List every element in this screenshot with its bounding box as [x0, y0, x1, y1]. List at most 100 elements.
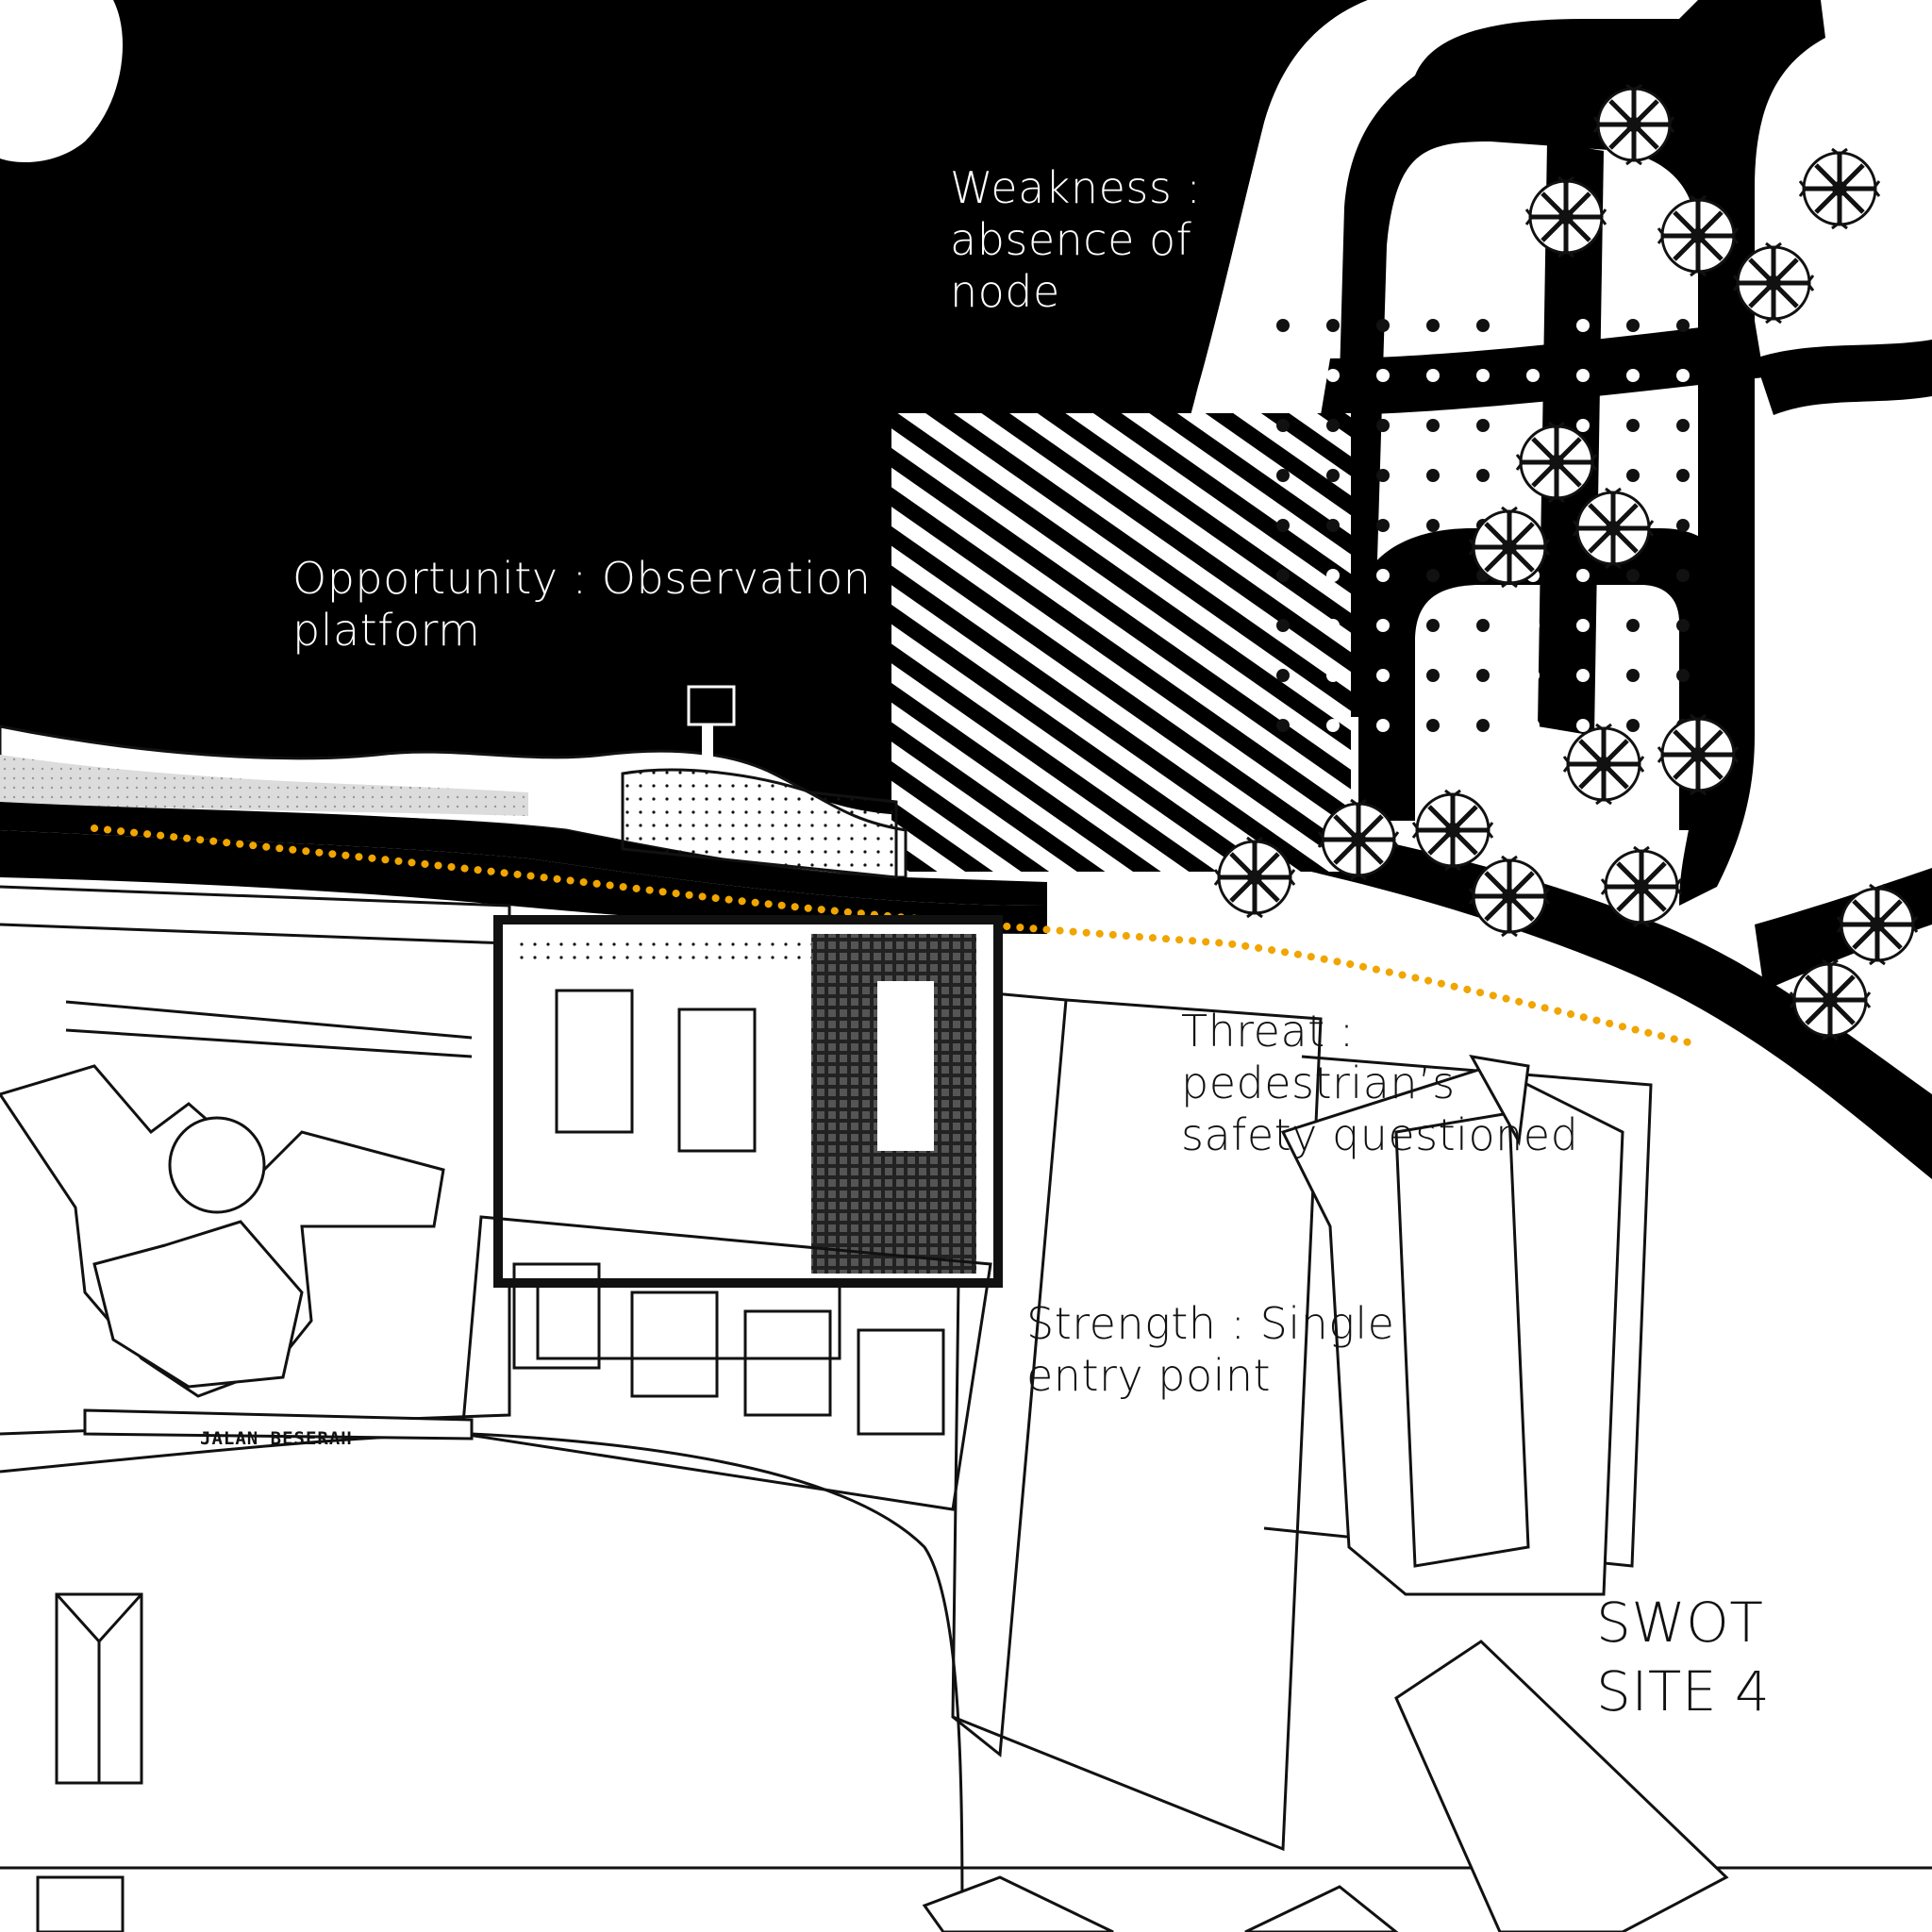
grid-dot	[1376, 569, 1390, 582]
grid-dot	[1426, 669, 1440, 682]
grid-dot	[1276, 469, 1290, 482]
swot-title: SWOT SITE 4	[1596, 1589, 1770, 1725]
grid-dot	[1326, 469, 1340, 482]
street-curve	[83, 1408, 474, 1441]
hatch-zone	[891, 413, 1351, 872]
grid-dot	[1676, 319, 1690, 332]
grid-dot	[1426, 719, 1440, 732]
grid-dot	[1626, 669, 1640, 682]
grid-dot	[1276, 619, 1290, 632]
grid-dot	[1676, 619, 1690, 632]
grid-dot	[1376, 369, 1390, 382]
strength-annotation: Strength : Single entry point	[1026, 1298, 1394, 1402]
grid-dot	[1626, 469, 1640, 482]
grid-dot	[1476, 669, 1490, 682]
weakness-line-3: node	[950, 266, 1060, 318]
grid-dot	[1376, 319, 1390, 332]
island	[0, 0, 123, 163]
grid-dot	[1676, 469, 1690, 482]
grid-dot	[1276, 669, 1290, 682]
grid-dot	[1476, 319, 1490, 332]
right-buildings	[1280, 1055, 1624, 1596]
grid-dot	[1426, 569, 1440, 582]
grid-dot	[1476, 719, 1490, 732]
grid-dot	[1326, 319, 1340, 332]
grid-dot	[1426, 469, 1440, 482]
grid-dot	[1576, 669, 1590, 682]
lower-row	[460, 1215, 992, 1511]
opportunity-line-2: platform	[292, 605, 481, 657]
grid-dot	[1526, 619, 1540, 632]
grid-dot	[1376, 619, 1390, 632]
grid-dot	[1276, 519, 1290, 532]
grid-dot	[1576, 719, 1590, 732]
grid-dot	[1276, 719, 1290, 732]
road-cross-1	[1321, 321, 1764, 415]
grid-dot	[1326, 569, 1340, 582]
fence	[65, 1000, 473, 1058]
grid-dot	[1626, 319, 1640, 332]
threat-line-3: safety questioned	[1181, 1109, 1579, 1161]
grid-dot	[1376, 669, 1390, 682]
octagon-building	[0, 1064, 445, 1398]
grid-dot	[1326, 369, 1340, 382]
grid-dot	[1526, 319, 1540, 332]
grid-dot	[1476, 619, 1490, 632]
grid-dot	[1526, 369, 1540, 382]
swot-title-line-2: SITE 4	[1596, 1658, 1771, 1724]
road-u-bend	[1358, 528, 1736, 830]
opportunity-annotation: Opportunity : Observation platform	[292, 553, 871, 657]
grid-dot	[1526, 719, 1540, 732]
dot-grid	[1276, 319, 1690, 732]
grid-dot	[1476, 469, 1490, 482]
grid-dot	[1676, 669, 1690, 682]
grid-dot	[1276, 369, 1290, 382]
strength-line-1: Strength : Single	[1026, 1298, 1395, 1349]
street-label: JALAN BESERAH	[200, 1428, 353, 1449]
grid-dot	[1476, 369, 1490, 382]
grid-dot	[1576, 419, 1590, 432]
jetty-platform	[687, 685, 736, 726]
threat-line-2: pedestrian’s	[1181, 1058, 1456, 1109]
grid-dot	[1676, 419, 1690, 432]
dark-strip	[0, 802, 1047, 906]
promenade-paving	[0, 755, 528, 816]
grid-dot	[1276, 419, 1290, 432]
grid-dot	[1326, 419, 1340, 432]
central-block	[493, 915, 1003, 1288]
weakness-annotation: Weakness : absence of node	[950, 162, 1201, 319]
grid-dot	[1526, 419, 1540, 432]
grid-dot	[1276, 319, 1290, 332]
grid-dot	[1376, 419, 1390, 432]
strength-line-2: entry point	[1026, 1350, 1272, 1402]
grid-dot	[1626, 419, 1640, 432]
opportunity-line-1: Opportunity : Observation	[292, 553, 872, 604]
grid-dot	[1326, 619, 1340, 632]
garden-patch	[621, 768, 898, 879]
grid-dot	[1676, 519, 1690, 532]
grid-dot	[1576, 569, 1590, 582]
grid-dot	[1276, 569, 1290, 582]
lower-buildings	[36, 1592, 1729, 1932]
grid-dot	[1426, 369, 1440, 382]
grid-dot	[1426, 519, 1440, 532]
grid-dot	[1476, 419, 1490, 432]
threat-path	[91, 824, 1692, 1046]
grid-dot	[1626, 569, 1640, 582]
threat-annotation: Threat : pedestrian’s safety questioned	[1181, 1006, 1578, 1162]
grid-dot	[1376, 469, 1390, 482]
grid-dot	[1426, 619, 1440, 632]
grid-dot	[1326, 519, 1340, 532]
grid-dot	[1626, 619, 1640, 632]
road-east-branch	[1755, 340, 1932, 415]
grid-dot	[1576, 319, 1590, 332]
jetty-stem	[702, 724, 713, 762]
swot-title-line-1: SWOT	[1596, 1591, 1764, 1655]
grid-dot	[1526, 669, 1540, 682]
grid-dot	[1576, 369, 1590, 382]
grid-dot	[1326, 719, 1340, 732]
grid-dot	[1626, 719, 1640, 732]
grid-dot	[1376, 519, 1390, 532]
